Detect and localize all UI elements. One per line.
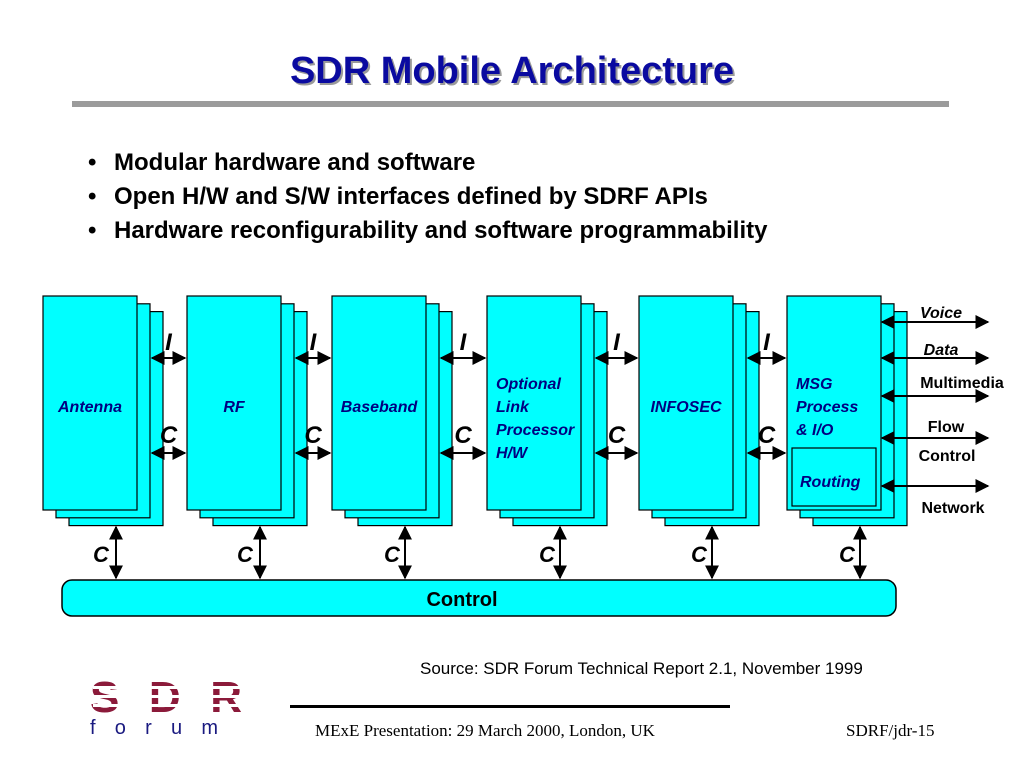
interface-i-label: I (763, 329, 771, 356)
footer-slide-id: SDRF/jdr-15 (846, 721, 935, 740)
output-label: Network (921, 500, 984, 517)
module-label: Link (496, 399, 530, 416)
module-label: RF (223, 399, 246, 416)
routing-box (791, 447, 877, 507)
control-link-label: C (839, 542, 856, 567)
logo-stripe (93, 695, 243, 698)
module-label: Antenna (57, 399, 122, 416)
bullet-list: • Modular hardware and software • Open H/W… (88, 146, 767, 248)
module-label: MSG (796, 376, 832, 393)
control-link-label: C (93, 542, 110, 567)
output-label: Flow (928, 419, 965, 436)
control-link-label: C (384, 542, 401, 567)
logo-subtitle: forum (90, 717, 242, 739)
bullet-item: • Modular hardware and software (88, 146, 767, 180)
interface-i-label: I (460, 329, 468, 356)
footer-presentation: MExE Presentation: 29 March 2000, London… (315, 721, 655, 740)
module-card (42, 295, 138, 511)
module-label: INFOSEC (650, 399, 722, 416)
title-divider (72, 101, 949, 107)
control-link-label: C (539, 542, 556, 567)
interface-c-label: C (758, 422, 776, 449)
interface-i-label: I (310, 329, 318, 356)
bullet-icon: • (88, 217, 97, 244)
bullet-text: Hardware reconfigurability and software … (114, 217, 768, 244)
interface-i-label: I (165, 329, 173, 356)
interface-c-label: C (608, 422, 626, 449)
module-label: & I/O (796, 422, 834, 439)
output-label: Control (919, 448, 976, 465)
control-link-label: C (237, 542, 254, 567)
bullet-item: • Hardware reconfigurability and software… (88, 214, 767, 248)
logo-stripe (93, 704, 243, 707)
output-label: Voice (920, 305, 962, 322)
module-label: H/W (496, 445, 529, 462)
footer-divider (290, 705, 730, 708)
output-label: Data (924, 342, 959, 359)
module-card (186, 295, 282, 511)
bullet-text: Modular hardware and software (114, 149, 476, 176)
bullet-text: Open H/W and S/W interfaces defined by S… (114, 183, 708, 210)
bullet-icon: • (88, 183, 97, 210)
module-label: Process (796, 399, 858, 416)
slide-title: SDR Mobile Architecture (289, 50, 735, 92)
bullet-icon: • (88, 149, 97, 176)
output-label: Multimedia (920, 375, 1004, 392)
module-label: Optional (496, 376, 561, 393)
control-bus (61, 579, 897, 617)
module-card (638, 295, 734, 511)
module-card (331, 295, 427, 511)
interface-c-label: C (304, 422, 322, 449)
module-label: Processor (496, 422, 575, 439)
source-citation: Source: SDR Forum Technical Report 2.1, … (420, 659, 863, 678)
interface-c-label: C (160, 422, 178, 449)
logo-stripe (93, 686, 243, 689)
control-bus-label: Control (426, 589, 497, 611)
bullet-item: • Open H/W and S/W interfaces defined by … (88, 180, 767, 214)
routing-label: Routing (800, 474, 861, 491)
interface-i-label: I (613, 329, 621, 356)
interface-c-label: C (454, 422, 472, 449)
module-card (486, 295, 582, 511)
module-label: Baseband (341, 399, 419, 416)
control-link-label: C (691, 542, 708, 567)
